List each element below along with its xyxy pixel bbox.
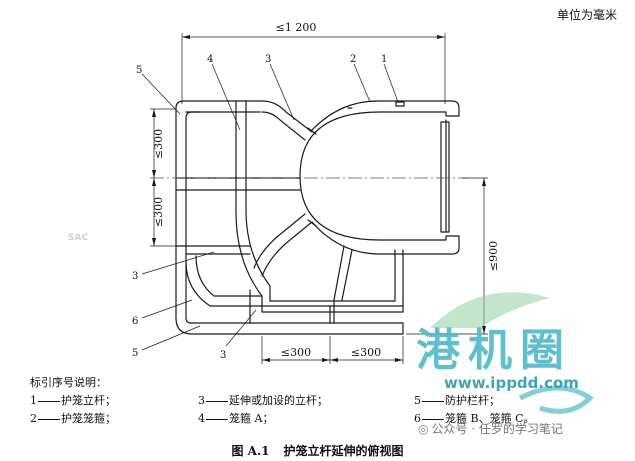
- joint-4: [395, 101, 405, 107]
- dim-right-height: ≤900: [487, 241, 500, 271]
- callout-3-left: 3: [132, 271, 138, 282]
- lower-bar: [261, 221, 313, 277]
- callout-4-top: 4: [207, 54, 213, 65]
- guardrail-top: [175, 100, 263, 109]
- callout-5-top: 5: [136, 65, 142, 76]
- dim-bottom-left: ≤300: [281, 346, 311, 359]
- hoop-a-left-inner: [245, 100, 396, 302]
- watermark-side-mark: SAC: [68, 233, 89, 243]
- dim-top-width: ≤1 200: [276, 21, 317, 34]
- top-bar-inner: [261, 111, 306, 141]
- post-2: [333, 245, 345, 324]
- dim-left-upper: ≤300: [152, 129, 165, 159]
- guardrail-outer: [175, 107, 404, 335]
- hoop-b-outer: [185, 261, 404, 307]
- figure-title: 护笼立杆延伸的俯视图: [283, 444, 404, 458]
- callout-3-bottom: 3: [220, 350, 226, 361]
- callout-5-left: 5: [132, 348, 138, 359]
- callout-2-top: 2: [350, 54, 356, 65]
- unit-note: 单位为毫米: [556, 8, 617, 22]
- callout-6-left: 6: [132, 316, 138, 327]
- lower-bar-inner: [253, 213, 306, 269]
- dim-bottom-right: ≤300: [351, 346, 381, 359]
- callout-1-top: 1: [381, 54, 387, 65]
- figure-number: 图 A.1: [231, 444, 270, 458]
- hoop-a-left: [235, 100, 404, 313]
- dim-left-lower: ≤300: [152, 197, 165, 227]
- cage-hoop-post: [440, 121, 450, 233]
- legend-heading: 标引序号说明：: [30, 376, 107, 389]
- cage-hoop-main: [299, 100, 460, 255]
- callout-3-top: 3: [265, 54, 271, 65]
- joint-1: [307, 127, 317, 135]
- figure-caption: 图 A.1 护笼立杆延伸的俯视图: [0, 442, 635, 459]
- joint-2: [307, 219, 317, 227]
- post-3: [341, 249, 353, 301]
- top-bar: [261, 100, 313, 133]
- hoop-b-outer2: [195, 255, 263, 297]
